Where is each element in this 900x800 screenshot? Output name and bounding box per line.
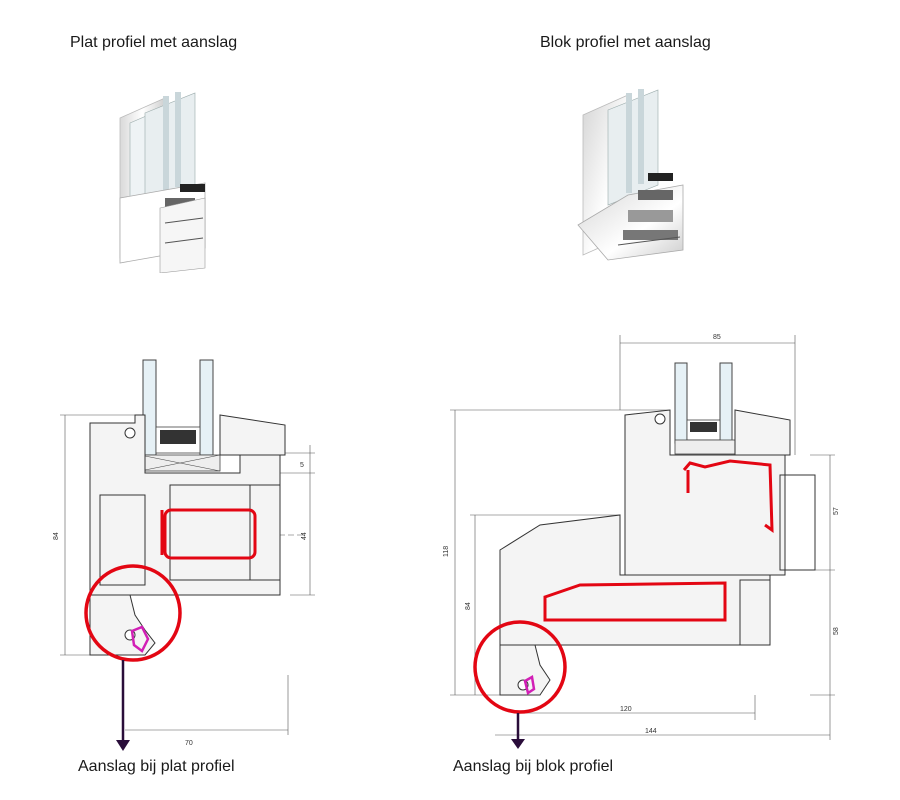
plat-dimension-lines <box>60 414 315 735</box>
blok-glass-panes <box>674 362 736 455</box>
blok-dimension-lines <box>450 335 835 740</box>
plat-arrow-head-icon <box>116 740 130 751</box>
plat-glass-panes <box>139 359 221 472</box>
blok-profiel-product-image <box>577 89 684 261</box>
plat-profiel-drawing: 84 5 44 70 <box>53 359 315 751</box>
dim-blok-top: 85 <box>713 334 721 341</box>
label-aanslag-blok: Aanslag bij blok profiel <box>453 758 614 775</box>
dim-blok-inner-width: 120 <box>620 706 632 713</box>
blok-upper-reinforcement-outline <box>682 459 774 533</box>
plat-reinforcement-outline <box>163 508 257 560</box>
blok-arrow-head-icon <box>511 739 525 749</box>
title-plat-profiel: Plat profiel met aanslag <box>70 34 238 51</box>
plat-top-gasket-icon <box>124 427 136 439</box>
blok-lower-reinforcement-outline <box>543 581 727 622</box>
blok-profiel-drawing: 85 118 84 57 58 120 144 <box>443 334 840 749</box>
blok-top-gasket-icon <box>654 413 666 425</box>
dim-blok-lower-height: 84 <box>465 602 472 610</box>
dim-plat-width: 70 <box>185 740 193 747</box>
plat-aanslag-gasket <box>130 625 150 653</box>
plat-profiel-product-image <box>119 92 206 273</box>
blok-profile-body <box>499 409 816 696</box>
dim-blok-right-lower: 58 <box>833 627 840 635</box>
dim-plat-sash-height: 44 <box>301 532 308 540</box>
blok-aanslag-highlight-circle <box>473 620 567 714</box>
plat-aanslag-highlight-circle <box>84 564 182 662</box>
blok-aanslag-gasket <box>523 675 536 696</box>
dim-plat-glass-offset: 5 <box>300 462 304 469</box>
dim-blok-total-height: 118 <box>443 546 450 557</box>
title-blok-profiel: Blok profiel met aanslag <box>540 34 711 51</box>
dim-blok-total-width: 144 <box>645 728 657 735</box>
dim-blok-right-upper: 57 <box>833 507 840 515</box>
dim-plat-height: 84 <box>53 532 60 540</box>
plat-profile-body <box>89 414 286 656</box>
label-aanslag-plat: Aanslag bij plat profiel <box>78 758 235 775</box>
